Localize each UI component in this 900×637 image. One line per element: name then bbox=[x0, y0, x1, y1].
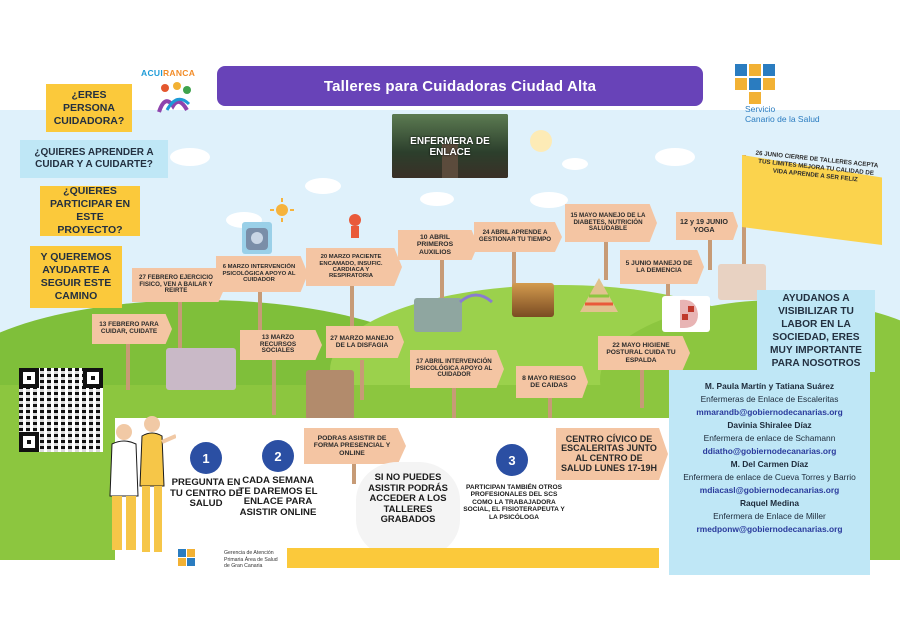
question-box-help: Y QUEREMOS AYUDARTE A SEGUIR ESTE CAMINO bbox=[30, 246, 122, 308]
cloud-decoration bbox=[420, 192, 454, 206]
puzzle-head-illustration bbox=[662, 296, 710, 332]
contact-role: Enfermeras de Enlace de Escaleritas bbox=[700, 394, 839, 404]
cloud-decoration bbox=[305, 178, 341, 194]
session-sign: 17 ABRIL INTERVENCIÓN PSICOLÓGICA APOYO … bbox=[410, 350, 504, 388]
page-title: Talleres para Cuidadoras Ciudad Alta bbox=[217, 66, 703, 106]
food-pyramid-illustration bbox=[578, 276, 620, 314]
session-sign: 13 MARZO RECURSOS SOCIALES bbox=[240, 330, 322, 360]
brain-illustration bbox=[242, 222, 272, 254]
cloud-decoration bbox=[655, 148, 695, 166]
enfermera-enlace-label: ENFERMERA DE ENLACE bbox=[410, 136, 490, 158]
question-box-caregiver: ¿ERES PERSONA CUIDADORA? bbox=[46, 84, 132, 132]
sign-pole bbox=[272, 355, 276, 415]
bottom-bar bbox=[287, 548, 659, 568]
dance-photo bbox=[166, 348, 236, 390]
contact-role: Enfermera de enlace de Schamann bbox=[703, 433, 836, 443]
session-sign: 15 MAYO MANEJO DE LA DIABETES, NUTRICIÓN… bbox=[565, 204, 657, 242]
step-number-1: 1 bbox=[190, 442, 222, 474]
cloud-decoration bbox=[562, 158, 588, 170]
cloud-decoration bbox=[170, 148, 210, 166]
contact-role: Enfermera de Enlace de Miller bbox=[713, 511, 826, 521]
acuiranca-logo: ACUIRANCA bbox=[137, 66, 215, 120]
sign-pole bbox=[640, 368, 644, 408]
recorded-text: SI NO PUEDES ASISTIR PODRÁS ACCEDER A LO… bbox=[368, 471, 448, 525]
sign-pole bbox=[666, 284, 670, 304]
sun-icon bbox=[530, 130, 552, 152]
sign-pole bbox=[360, 360, 364, 400]
sign-pole bbox=[452, 388, 456, 428]
venue-sign: CENTRO CÍVICO DE ESCALERITAS JUNTO AL CE… bbox=[556, 428, 668, 480]
sign-pole bbox=[708, 240, 712, 270]
presencial-sign: PODRAS ASISTIR DE FORMA PRESENCIAL Y ONL… bbox=[304, 428, 406, 464]
session-sign: 6 MARZO INTERVENCIÓN PSICOLÓGICA APOYO A… bbox=[216, 256, 308, 292]
sign-pole bbox=[352, 464, 356, 484]
sign-pole bbox=[440, 258, 444, 298]
sign-pole bbox=[350, 285, 354, 345]
hourglass-photo bbox=[512, 283, 554, 317]
session-sign: 12 y 19 JUNIO YOGA bbox=[676, 212, 738, 240]
session-sign: 27 MARZO MANEJO DE LA DISFAGIA bbox=[326, 326, 404, 358]
sign-pole bbox=[604, 240, 608, 280]
sign-pole bbox=[548, 398, 552, 428]
contact-email[interactable]: mmarandb@gobiernodecanarias.org bbox=[696, 407, 843, 417]
sun-icon bbox=[270, 198, 294, 222]
contact-name: Raquel Medina bbox=[739, 498, 800, 508]
enfermera-enlace-image: ENFERMERA DE ENLACE bbox=[392, 114, 508, 178]
group-photo bbox=[414, 298, 462, 332]
caregiver-photo bbox=[306, 370, 354, 420]
cloud-decoration bbox=[530, 192, 568, 208]
recorded-cloud bbox=[356, 462, 460, 558]
help-visibility-box: AYUDANOS A VISIBILIZAR TU LABOR EN LA SO… bbox=[757, 290, 875, 372]
sign-pole bbox=[258, 290, 262, 330]
contact-name: Davinia Shiralee Díaz bbox=[727, 420, 812, 430]
contact-role: Enfermera de enlace de Cueva Torres y Ba… bbox=[683, 472, 856, 482]
question-box-participate: ¿QUIERES PARTICIPAR EN ESTE PROYECTO? bbox=[40, 185, 140, 236]
session-sign: 22 MAYO HIGIENE POSTURAL CUIDA TU ESPALD… bbox=[598, 336, 690, 370]
contacts-panel: M. Paula Martín y Tatiana Suárez Enferme… bbox=[669, 370, 870, 575]
scs-cross-icon bbox=[735, 64, 775, 104]
contact-email[interactable]: mdiacasl@gobiernodecanarias.org bbox=[699, 485, 840, 495]
session-sign: 8 MAYO RIESGO DE CAIDAS bbox=[516, 366, 588, 398]
session-sign: 27 FEBRERO EJERCICIO FISICO, VEN A BAILA… bbox=[132, 268, 226, 302]
qr-code[interactable] bbox=[19, 368, 103, 452]
bridge-illustration bbox=[458, 288, 494, 304]
step-number-2: 2 bbox=[262, 440, 294, 472]
step-number-3: 3 bbox=[496, 444, 528, 476]
session-sign: 24 ABRIL APRENDE A GESTIONAR TU TIEMPO bbox=[474, 222, 562, 252]
sign-pole bbox=[126, 330, 130, 390]
sign-pole bbox=[512, 250, 516, 290]
sign-pole bbox=[178, 300, 182, 360]
contact-name: M. Paula Martín y Tatiana Suárez bbox=[704, 381, 835, 391]
session-sign: 5 JUNIO MANEJO DE LA DEMENCIA bbox=[620, 250, 704, 284]
contact-name: M. Del Carmen Díaz bbox=[730, 459, 809, 469]
heart-illustration bbox=[345, 212, 365, 240]
step-text-2: CADA SEMANA TE DAREMOS EL ENLACE PARA AS… bbox=[238, 475, 318, 519]
session-sign: 13 FEBRERO PARA CUIDAR, CUIDATE bbox=[92, 314, 172, 344]
caregivers-illustration bbox=[109, 416, 176, 552]
people-icon bbox=[157, 82, 191, 113]
step-text-1: PREGUNTA EN TU CENTRO DE SALUD bbox=[170, 477, 242, 510]
session-sign: 10 ABRIL PRIMEROS AUXILIOS bbox=[398, 230, 478, 260]
step-text-3: PARTICIPAN TAMBIÉN OTROS PROFESIONALES D… bbox=[463, 484, 565, 521]
contact-email[interactable]: ddiatho@gobiernodecanarias.org bbox=[702, 446, 837, 456]
contact-email[interactable]: rmedponw@gobiernodecanarias.org bbox=[696, 524, 843, 534]
question-box-learn: ¿QUIERES APRENDER A CUIDAR Y A CUIDARTE? bbox=[20, 140, 168, 178]
session-sign: 20 MARZO PACIENTE ENCAMADO, INSUFIC. CAR… bbox=[306, 248, 402, 286]
